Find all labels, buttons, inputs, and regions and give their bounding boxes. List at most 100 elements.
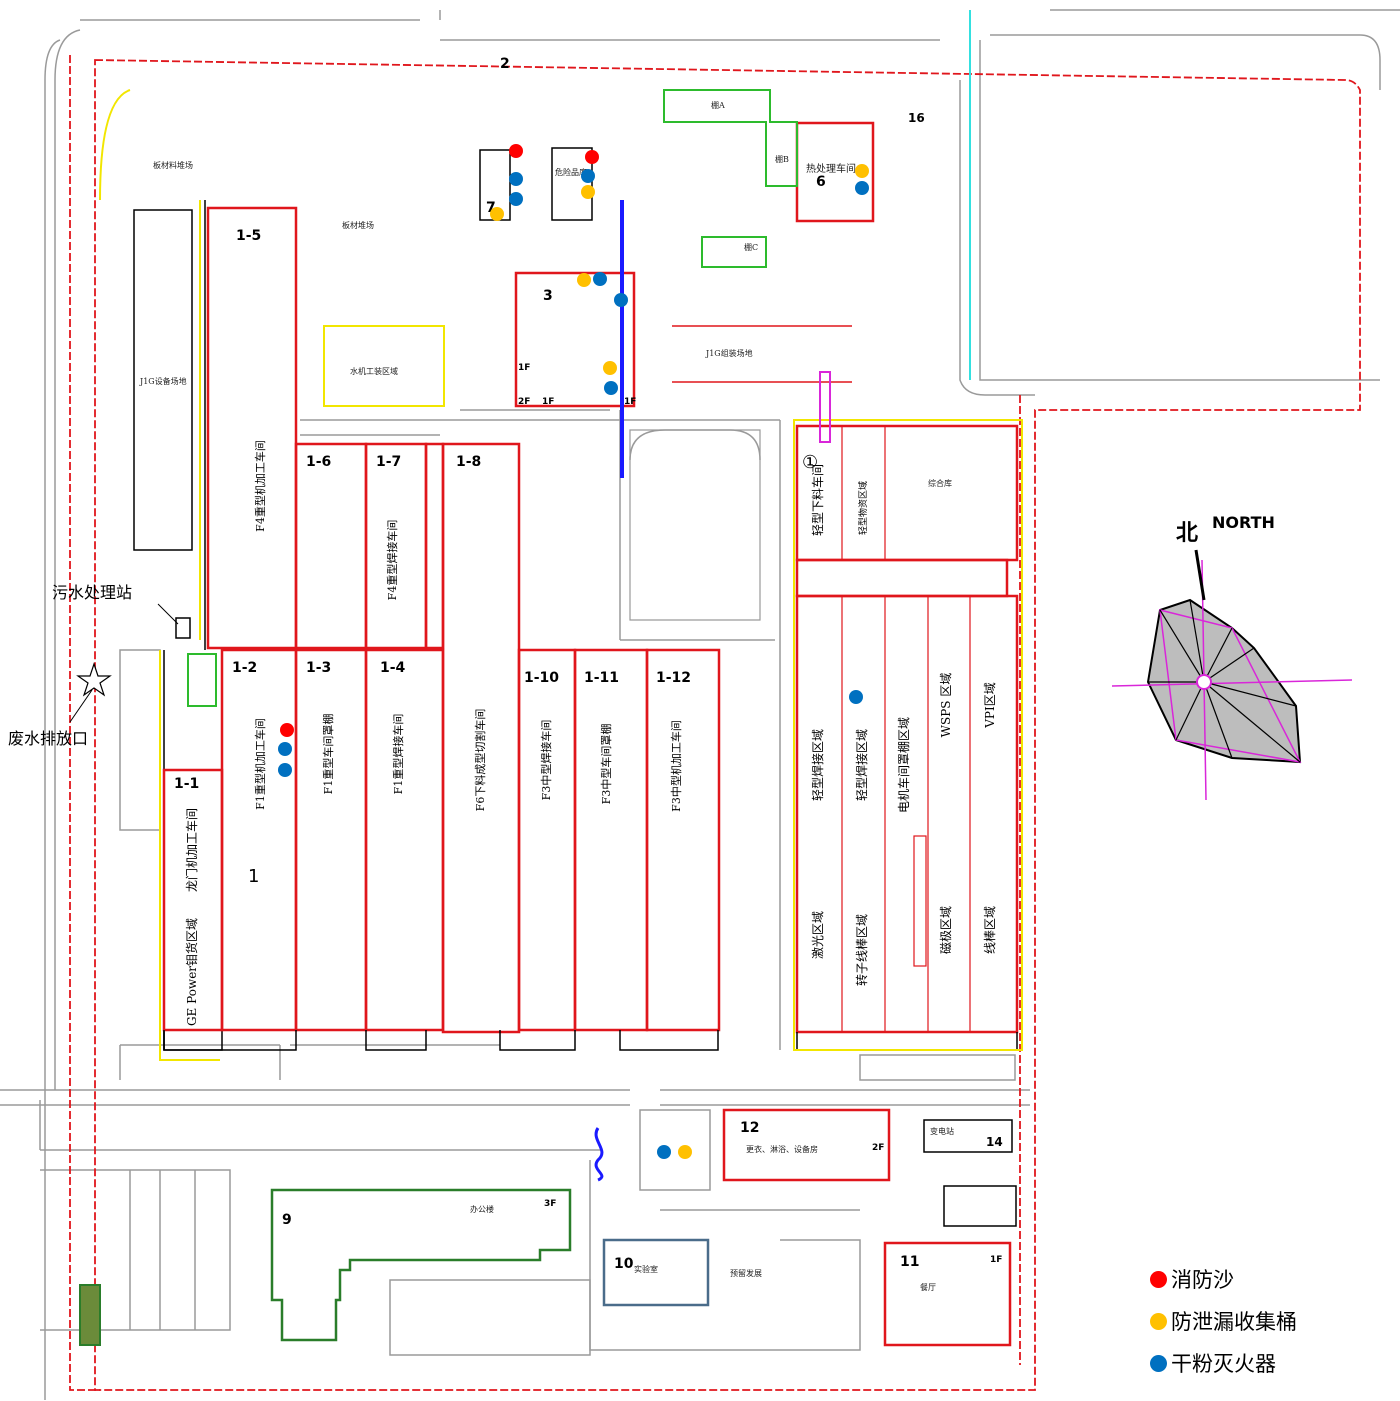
label-16: 16 xyxy=(908,111,925,125)
label-1-7: 1-7 xyxy=(376,454,401,470)
label-10: 10 xyxy=(614,1256,634,1272)
marker-extinguisher-1 xyxy=(509,172,523,186)
label-1-8: 1-8 xyxy=(456,454,481,470)
label-w111: F3中型车间罩棚 xyxy=(599,724,613,805)
label-3: 3 xyxy=(543,288,553,304)
label-w15: F4重型机加工车间 xyxy=(253,440,267,532)
label-1-12: 1-12 xyxy=(656,670,691,686)
workshop-labels: F4重型机加工车间 F4重型焊接车间 F6下料成型切割车间 F1重型机加工车间 … xyxy=(184,440,997,1026)
safety-markers xyxy=(278,144,869,1159)
label-w11: 龙门机加工车间 xyxy=(184,808,199,892)
marker-spill-9 xyxy=(577,273,591,287)
label-substation: 变电站 xyxy=(930,1126,954,1136)
label-w110: F3中型焊接车间 xyxy=(539,720,553,801)
label-circle-1: ① xyxy=(802,452,818,473)
label-canopy-c: 棚C xyxy=(744,242,758,252)
label-canteen: 餐厅 xyxy=(920,1283,936,1292)
small-structures xyxy=(175,147,1017,1227)
label-1-4: 1-4 xyxy=(380,660,406,676)
callouts: 污水处理站 废水排放口 xyxy=(8,583,179,748)
marker-extinguisher-16 xyxy=(278,763,292,777)
label-1-10: 1-10 xyxy=(524,670,559,686)
label-motor-shed: 电机车间罩棚区域 xyxy=(896,717,911,813)
marker-spill-7 xyxy=(855,164,869,178)
marker-extinguisher-17 xyxy=(849,690,863,704)
legend-sand-label: 消防沙 xyxy=(1171,1268,1234,1292)
legend-spill-dot xyxy=(1150,1312,1167,1330)
label-w112: F3中型机加工车间 xyxy=(669,720,683,812)
floor-2f-b: 2F xyxy=(872,1143,884,1153)
outlet-star-icon xyxy=(76,662,112,697)
floor-1f-d: 1F xyxy=(990,1255,1002,1265)
label-warehouse: 综合库 xyxy=(928,478,952,488)
label-light-cut: 轻型下料车间 xyxy=(810,464,825,536)
marker-extinguisher-11 xyxy=(614,293,628,307)
marker-extinguisher-8 xyxy=(855,181,869,195)
label-rotor: 转子线棒区域 xyxy=(854,914,869,986)
marker-sand-4 xyxy=(585,150,599,164)
lab-outline xyxy=(602,1238,710,1307)
label-1-2: 1-2 xyxy=(232,660,257,676)
marker-extinguisher-2 xyxy=(509,192,523,206)
floor-3f: 3F xyxy=(544,1199,556,1209)
pipes xyxy=(594,10,971,1182)
marker-extinguisher-18 xyxy=(657,1145,671,1159)
label-2: 2 xyxy=(500,56,510,72)
floor-1f-b: 1F xyxy=(542,397,554,407)
legend-item-sand: 消防沙 xyxy=(1150,1258,1297,1300)
label-hazmat: 危险品库 xyxy=(555,167,587,177)
marker-extinguisher-15 xyxy=(278,742,292,756)
label-jt-assembly: J1G组装场地 xyxy=(705,348,753,358)
label-canopy-a: 棚A xyxy=(711,100,725,110)
legend: 消防沙 防泄漏收集桶 干粉灭火器 xyxy=(1150,1258,1297,1384)
label-magnet: 磁极区域 xyxy=(938,906,953,954)
label-14: 14 xyxy=(986,1135,1003,1149)
label-w18: F6下料成型切割车间 xyxy=(473,709,487,812)
road-lines xyxy=(0,9,1400,1400)
legend-spill-label: 防泄漏收集桶 xyxy=(1171,1310,1297,1334)
label-w16: F4重型焊接车间 xyxy=(385,520,399,601)
legend-sand-dot xyxy=(1150,1270,1167,1288)
callout-outlet: 废水排放口 xyxy=(8,729,88,748)
marker-sand-14 xyxy=(280,723,294,737)
label-canopy-b: 棚B xyxy=(775,154,789,164)
compass-rose: 北 NORTH xyxy=(1111,513,1353,801)
label-reserved: 预留发展 xyxy=(730,1268,762,1278)
label-laser: 激光区域 xyxy=(811,911,825,959)
green-outlines xyxy=(187,89,798,707)
workshop-buildings xyxy=(162,121,1019,1347)
label-bone: 板材料堆场 xyxy=(153,160,193,170)
label-11: 11 xyxy=(900,1254,919,1270)
label-7: 7 xyxy=(486,200,496,216)
marker-spill-6 xyxy=(581,185,595,199)
label-light-weld-2: 轻型焊接区域 xyxy=(854,729,869,801)
label-1: 1 xyxy=(248,866,259,887)
label-9: 9 xyxy=(282,1212,292,1228)
label-1-6: 1-6 xyxy=(306,454,331,470)
label-dressing: 更衣、淋浴、设备房 xyxy=(746,1144,818,1154)
site-boundary xyxy=(69,55,1361,1391)
marker-spill-12 xyxy=(603,361,617,375)
label-vpi: VPI区域 xyxy=(983,682,997,728)
compass-char: 北 xyxy=(1176,521,1198,546)
label-gep: GE Power钼货区域 xyxy=(184,918,199,1026)
gatehouse-13 xyxy=(79,1284,101,1346)
label-w14: F1重型焊接车间 xyxy=(391,714,405,795)
label-office: 办公楼 xyxy=(470,1204,494,1214)
marker-spill-3 xyxy=(490,207,504,221)
label-water-asm: 水机工装区域 xyxy=(350,366,398,376)
callout-sewage: 污水处理站 xyxy=(52,583,132,602)
label-light-store: 轻型物资区域 xyxy=(857,481,869,535)
label-1-11: 1-11 xyxy=(584,670,619,686)
area-labels: 板材料堆场 板材堆场 水机工装区域 J1G设备场地 棚A 棚B 棚C 热处理车间… xyxy=(139,100,954,1292)
floor-2f: 2F xyxy=(518,397,530,407)
label-6: 6 xyxy=(816,174,826,190)
marker-extinguisher-13 xyxy=(604,381,618,395)
label-w13: F1重型车间罩棚 xyxy=(321,714,335,795)
compass-label: NORTH xyxy=(1212,513,1275,532)
yellow-outlines xyxy=(99,89,1023,1061)
legend-extinguisher-dot xyxy=(1150,1354,1167,1372)
label-heat-treat: 热处理车间 xyxy=(806,162,856,175)
label-lab: 实验室 xyxy=(634,1264,658,1274)
